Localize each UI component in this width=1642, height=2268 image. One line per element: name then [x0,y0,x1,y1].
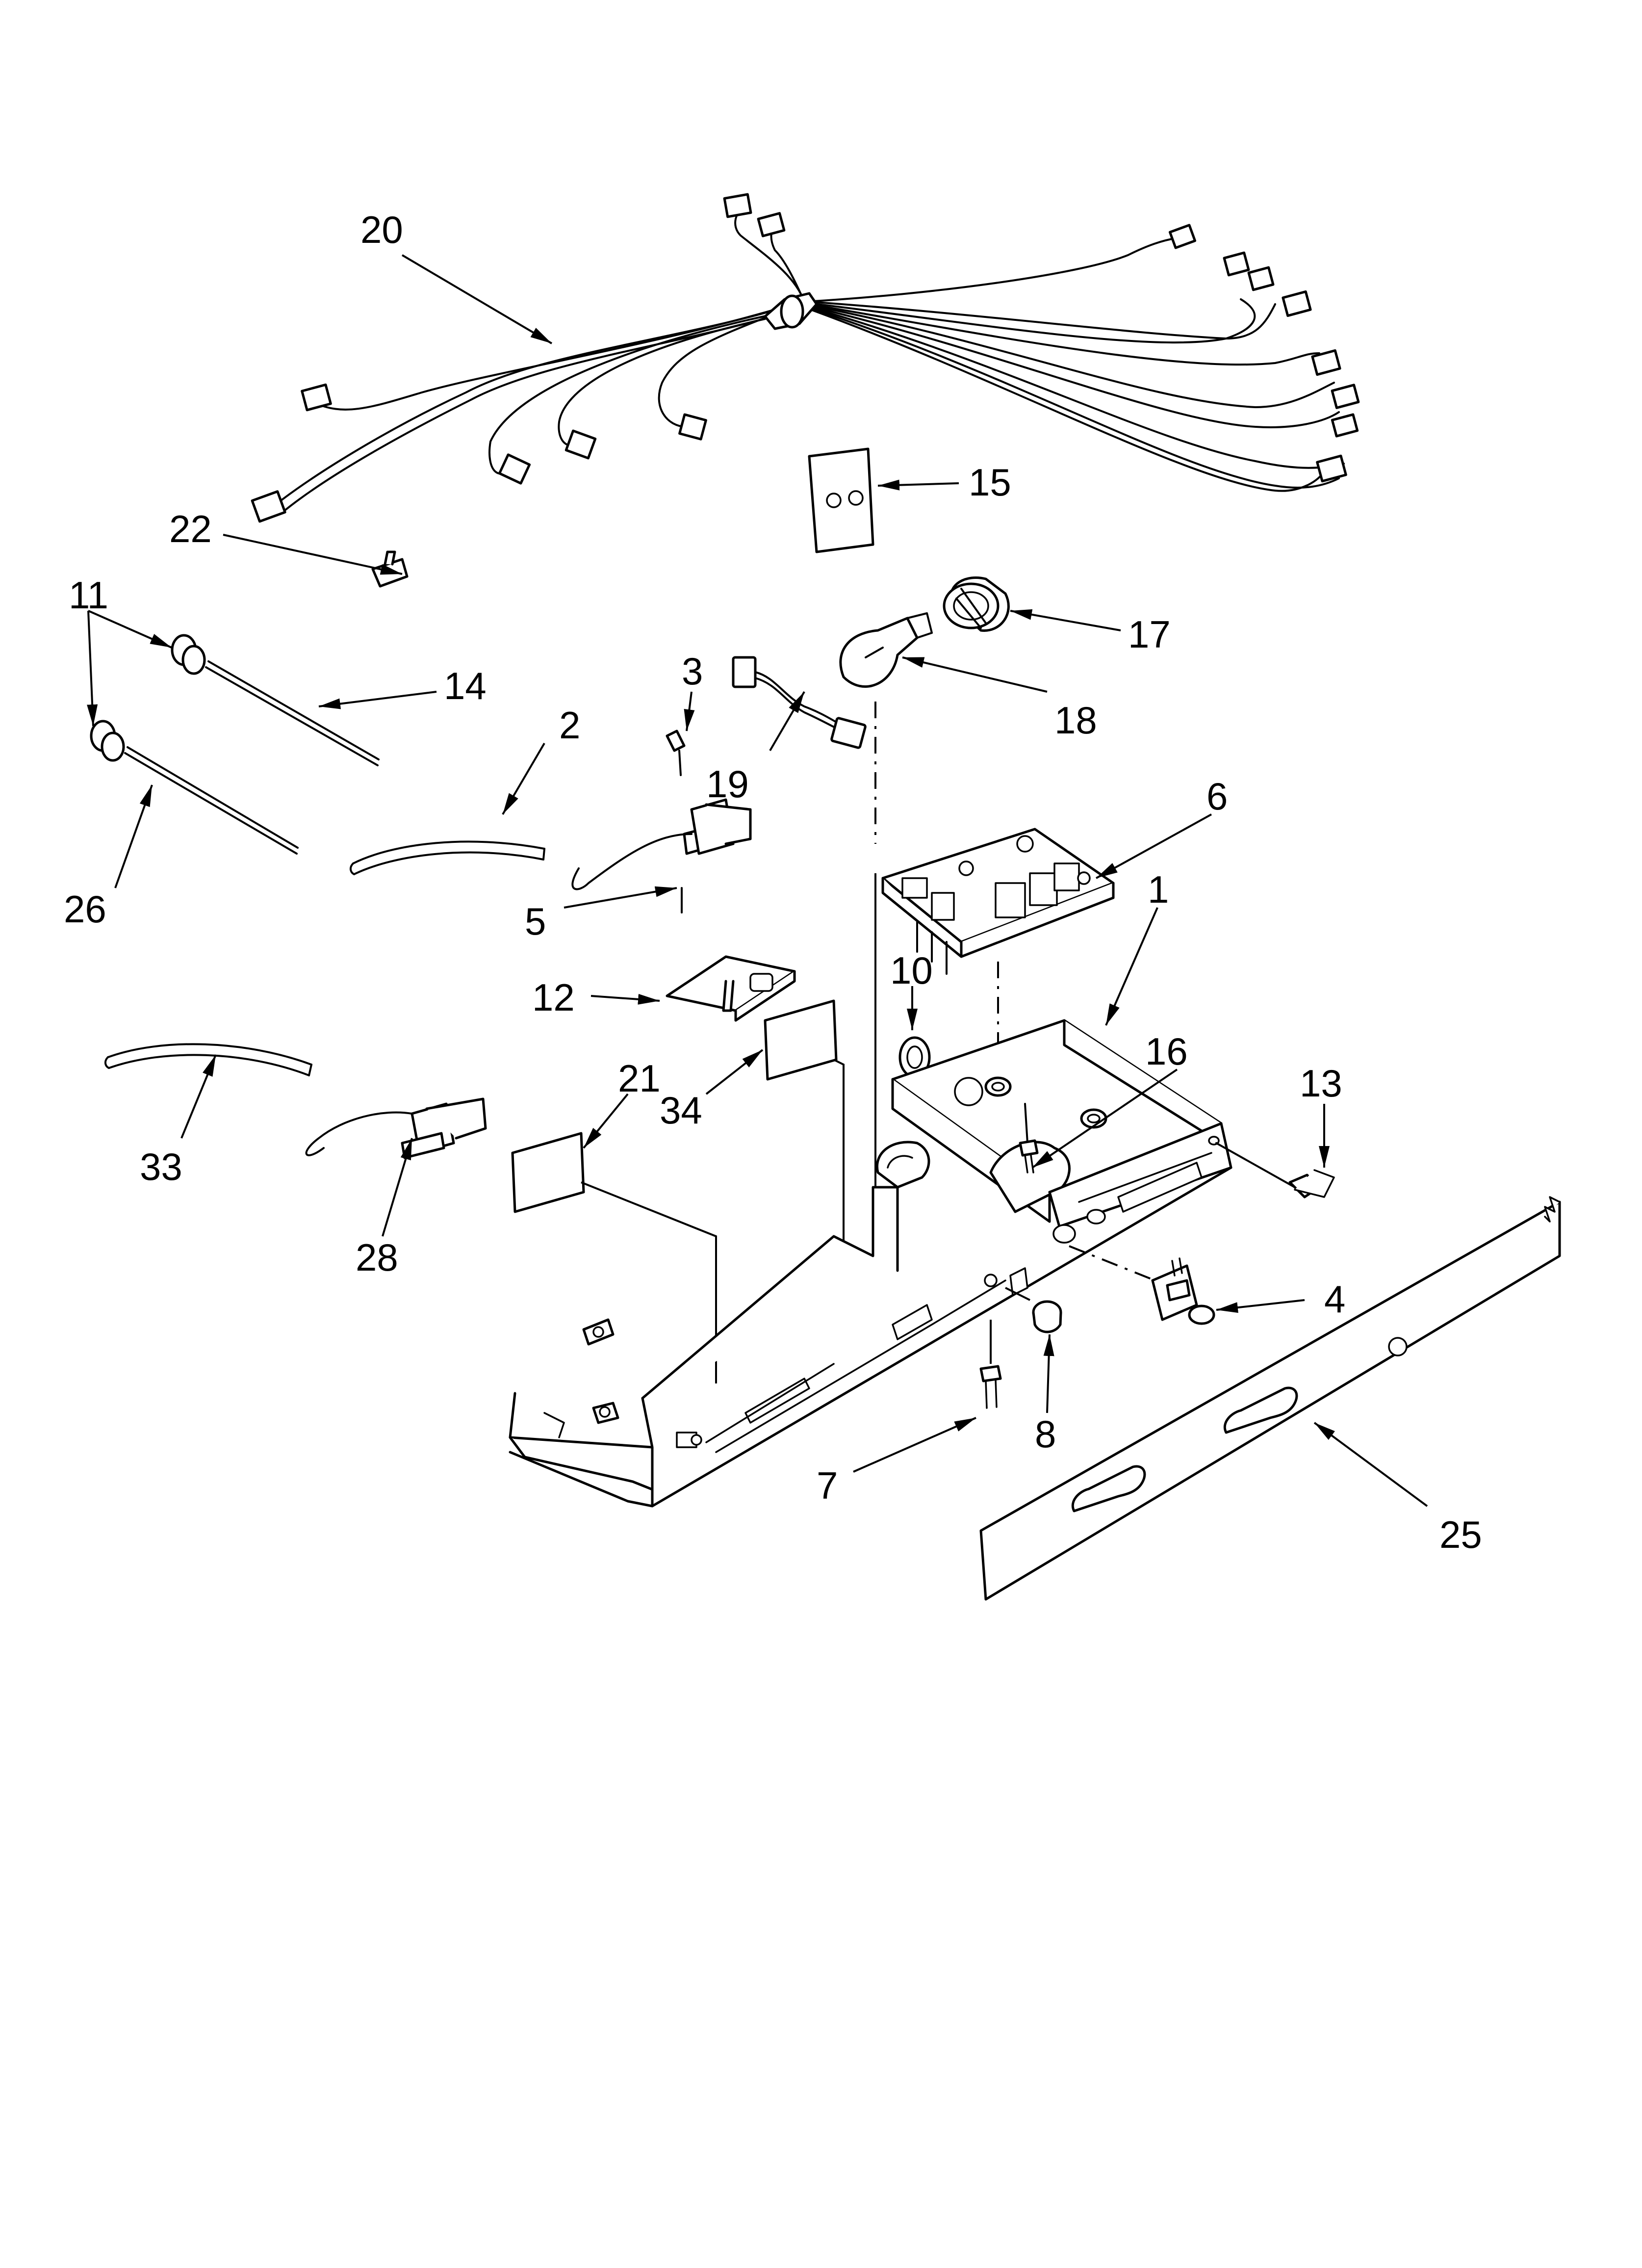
callout-labels: 20 15 22 11 17 14 3 18 2 19 6 26 1 5 10 … [64,208,1482,1556]
switch-28 [305,1097,487,1159]
callout-26: 26 [64,887,106,931]
callout-13: 13 [1300,1062,1342,1105]
trim-strip [979,1196,1561,1601]
wire-harness [251,193,1360,523]
callout-1: 1 [1148,868,1169,911]
light-socket [943,576,1010,632]
light-bulb [839,612,933,688]
callout-34: 34 [660,1089,702,1132]
label-21 [511,1132,585,1213]
button-8 [1032,1300,1062,1333]
callout-21: 21 [618,1057,661,1100]
callout-16: 16 [1145,1030,1188,1073]
callout-5: 5 [525,900,546,943]
callout-3: 3 [682,650,703,693]
screw-13 [1215,1142,1335,1199]
button-alignment-line [1005,1287,1030,1301]
tube-fittings [90,634,380,855]
callout-18: 18 [1054,699,1097,742]
control-knob [1151,1257,1215,1325]
callout-20: 20 [360,208,403,251]
callout-2: 2 [559,704,580,747]
callout-33: 33 [140,1145,182,1188]
callout-28: 28 [356,1236,398,1279]
callout-25: 25 [1439,1513,1482,1556]
callout-6: 6 [1206,775,1228,818]
callout-17: 17 [1128,613,1171,656]
insulator-plate [808,447,874,553]
hose-2 [350,840,545,875]
callout-leaders [87,254,1428,1507]
switch-5 [571,730,752,913]
callout-12: 12 [532,976,575,1019]
callout-4: 4 [1324,1277,1345,1321]
screw-7 [979,1365,1002,1409]
callout-15: 15 [969,461,1011,504]
callout-19: 19 [706,762,749,806]
label-34-leader [833,1059,845,1256]
sensor-bracket [666,955,796,1022]
callout-11: 11 [69,574,108,617]
control-board [881,828,1115,975]
callout-8: 8 [1035,1412,1056,1456]
callout-14: 14 [444,664,487,707]
callout-10: 10 [890,949,933,992]
callout-22: 22 [169,507,212,550]
callout-7: 7 [817,1464,838,1507]
control-housing [509,1019,1232,1508]
label-34 [764,999,838,1081]
